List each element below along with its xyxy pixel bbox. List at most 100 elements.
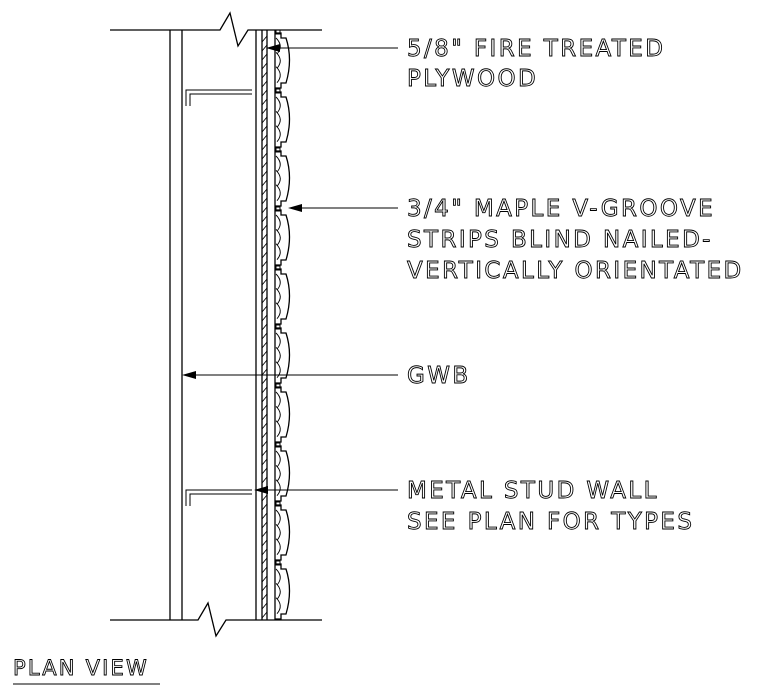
stud-label-line1: METAL STUD WALL bbox=[407, 478, 659, 504]
plywood-hatch bbox=[261, 35, 268, 619]
plywood-hatch-line bbox=[261, 350, 268, 358]
plywood-hatch-line bbox=[261, 431, 268, 439]
plywood-hatch-line bbox=[261, 341, 268, 349]
plywood-hatch-line bbox=[261, 287, 268, 295]
plywood-hatch-line bbox=[261, 539, 268, 547]
plywood-hatch-line bbox=[261, 143, 268, 151]
maple-grain-line bbox=[275, 214, 281, 232]
maple-grain-line bbox=[275, 361, 281, 378]
plywood-layer bbox=[255, 30, 268, 620]
plywood-hatch-line bbox=[261, 332, 268, 340]
plywood-hatch-line bbox=[261, 269, 268, 277]
plywood-hatch-line bbox=[261, 260, 268, 268]
maple-strip-tongue bbox=[275, 147, 281, 153]
maple-strip bbox=[275, 265, 291, 325]
plywood-hatch-line bbox=[261, 323, 268, 331]
maple-grain-line bbox=[275, 420, 281, 437]
plywood-hatch-line bbox=[261, 233, 268, 241]
plywood-hatch-line bbox=[261, 440, 268, 448]
plywood-leader bbox=[266, 44, 398, 52]
plywood-hatch-line bbox=[261, 548, 268, 556]
drawing-title: PLAN VIEW bbox=[13, 656, 149, 680]
maple-grain-line bbox=[275, 111, 281, 128]
maple-grain-line bbox=[275, 273, 281, 291]
maple-grain-line bbox=[275, 288, 281, 305]
maple-grain-line bbox=[275, 509, 281, 527]
plywood-hatch-line bbox=[261, 170, 268, 178]
plywood-label-line2: PLYWOOD bbox=[407, 66, 538, 92]
plywood-hatch-line bbox=[261, 242, 268, 250]
maple-strip-tongue bbox=[275, 383, 281, 389]
plywood-hatch-line bbox=[261, 296, 268, 304]
maple-grain-line bbox=[275, 524, 281, 541]
plywood-hatch-line bbox=[261, 422, 268, 430]
plywood-hatch-line bbox=[261, 413, 268, 421]
maple-strips bbox=[275, 29, 291, 620]
maple-strip-profile bbox=[275, 32, 291, 89]
plywood-hatch-line bbox=[261, 80, 268, 88]
plywood-hatch-line bbox=[261, 395, 268, 403]
maple-label-line1: 3/4" MAPLE V-GROOVE bbox=[407, 196, 715, 222]
plywood-hatch-line bbox=[261, 494, 268, 502]
maple-grain-line bbox=[275, 465, 281, 482]
maple-strip bbox=[275, 383, 291, 443]
gwb-label: GWB bbox=[407, 363, 471, 389]
maple-strip bbox=[275, 501, 291, 561]
plywood-label-line1: 5/8" FIRE TREATED bbox=[407, 36, 665, 62]
maple-strip-profile bbox=[275, 209, 291, 266]
plywood-hatch-line bbox=[261, 314, 268, 322]
maple-strip-profile bbox=[275, 268, 291, 325]
maple-leader bbox=[288, 204, 398, 212]
plywood-hatch-line bbox=[261, 134, 268, 142]
plywood-hatch-line bbox=[261, 503, 268, 511]
metal-stud-top bbox=[185, 89, 252, 106]
plywood-hatch-line bbox=[261, 206, 268, 214]
maple-grain-line bbox=[275, 347, 281, 364]
maple-grain-line bbox=[275, 332, 281, 350]
maple-grain-line bbox=[275, 52, 281, 69]
plywood-hatch-line bbox=[261, 593, 268, 601]
plywood-hatch-line bbox=[261, 188, 268, 196]
maple-strip bbox=[275, 560, 291, 620]
gwb-layer bbox=[169, 30, 183, 620]
maple-grain-line bbox=[275, 229, 281, 246]
stud-label-line2: SEE PLAN FOR TYPES bbox=[407, 509, 694, 535]
maple-grain-line bbox=[275, 170, 281, 187]
maple-label-line3: VERTICALLY ORIENTATED bbox=[407, 258, 744, 284]
maple-grain-line bbox=[275, 538, 281, 555]
plywood-hatch-line bbox=[261, 224, 268, 232]
plywood-hatch-line bbox=[261, 53, 268, 61]
maple-grain-line bbox=[275, 155, 281, 173]
maple-grain-line bbox=[275, 96, 281, 114]
plywood-hatch-line bbox=[261, 305, 268, 313]
plywood-hatch-line bbox=[261, 107, 268, 115]
plywood-hatch-line bbox=[261, 98, 268, 106]
maple-grain-line bbox=[275, 66, 281, 83]
plywood-hatch-line bbox=[261, 125, 268, 133]
plywood-hatch-line bbox=[261, 116, 268, 124]
plywood-hatch-line bbox=[261, 530, 268, 538]
top-break-line bbox=[110, 11, 322, 48]
maple-strip-profile bbox=[275, 563, 291, 620]
maple-strip-profile bbox=[275, 445, 291, 502]
plywood-hatch-line bbox=[261, 251, 268, 259]
plywood-hatch-line bbox=[261, 278, 268, 286]
plywood-hatch-line bbox=[261, 467, 268, 475]
plywood-hatch-line bbox=[261, 602, 268, 610]
plywood-hatch-line bbox=[261, 575, 268, 583]
plywood-hatch-line bbox=[261, 476, 268, 484]
plywood-hatch-line bbox=[261, 62, 268, 70]
maple-strip-profile bbox=[275, 504, 291, 561]
maple-strip-tongue bbox=[275, 88, 281, 94]
plywood-hatch-line bbox=[261, 368, 268, 376]
plywood-hatch-line bbox=[261, 521, 268, 529]
maple-strip bbox=[275, 324, 291, 384]
maple-strip-tongue bbox=[275, 206, 281, 212]
maple-grain-line bbox=[275, 450, 281, 468]
gwb-leader bbox=[182, 371, 398, 379]
plywood-hatch-line bbox=[261, 152, 268, 160]
plywood-hatch-line bbox=[261, 161, 268, 169]
maple-strip-tongue bbox=[275, 501, 281, 507]
maple-strip bbox=[275, 147, 291, 207]
